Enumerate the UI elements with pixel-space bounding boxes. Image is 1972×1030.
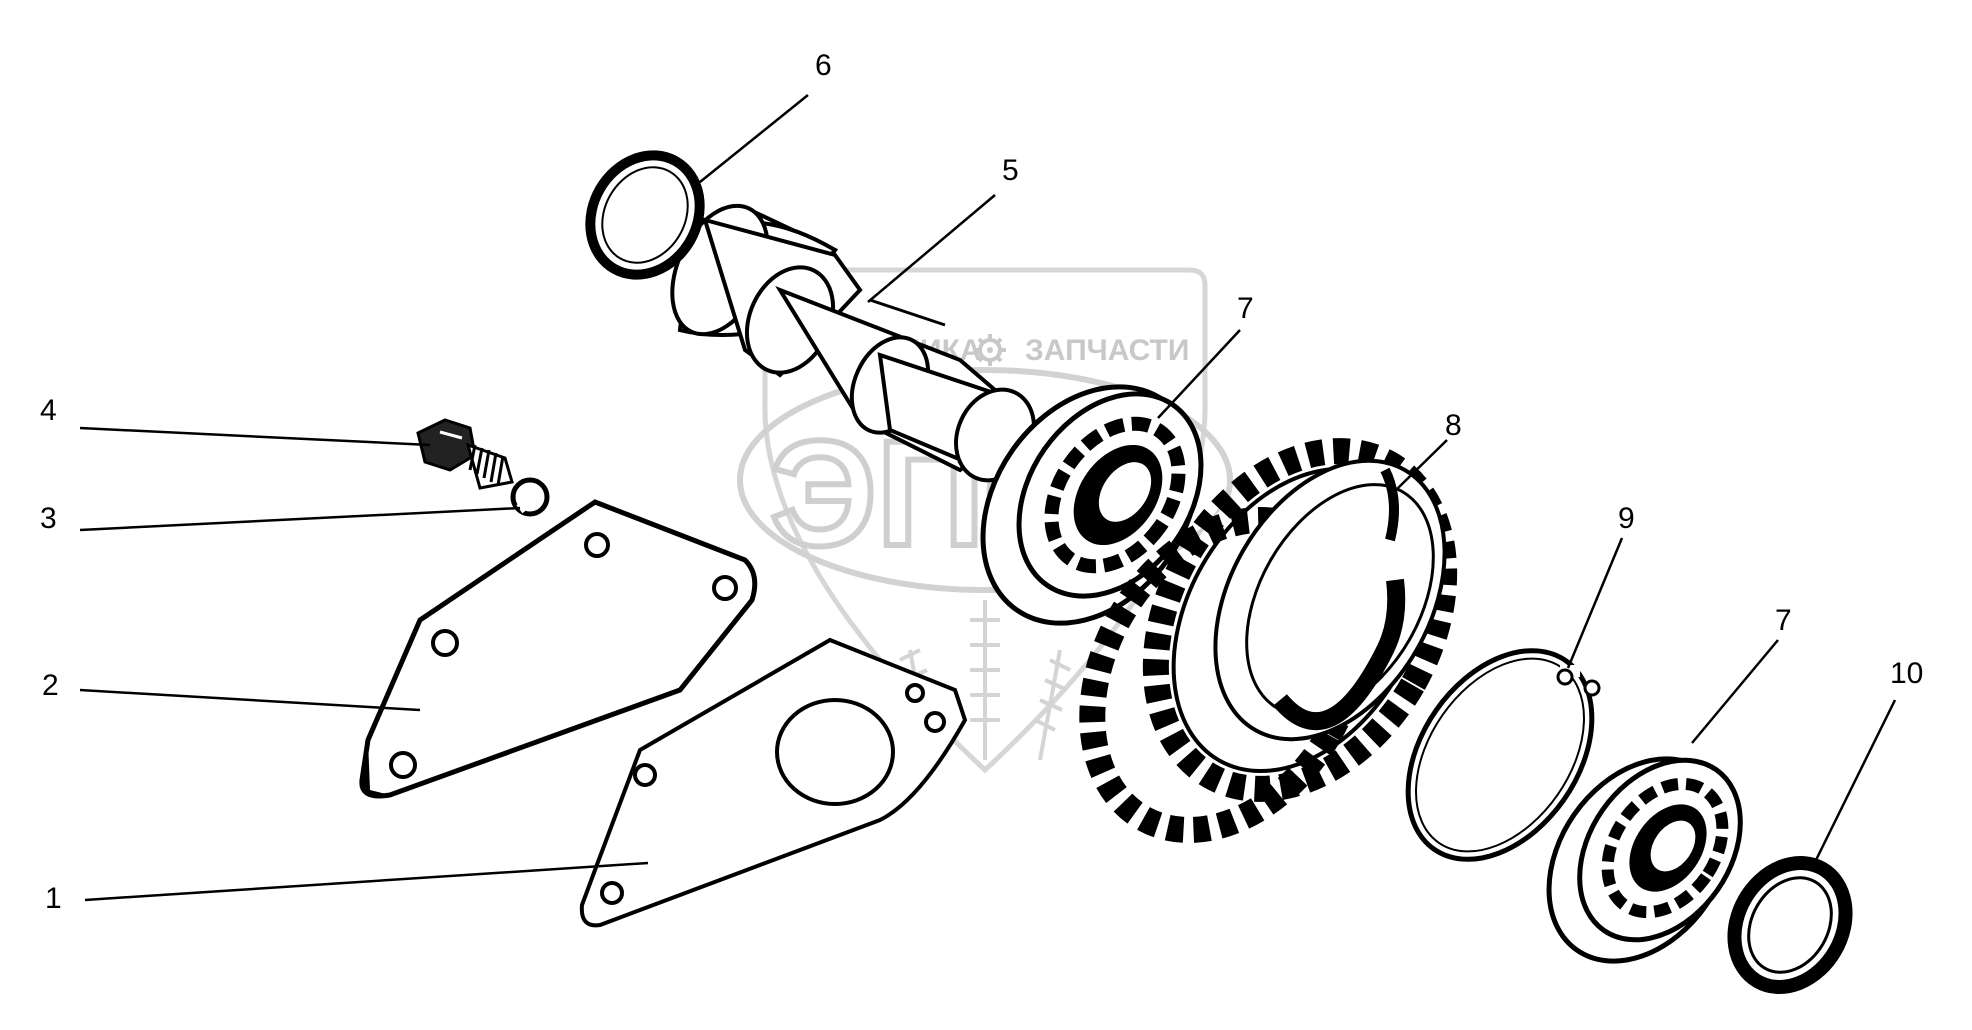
watermark-oval xyxy=(737,367,1233,593)
callout-labels: 1 2 3 4 5 6 7 7 8 9 10 xyxy=(40,49,1923,915)
callout-6: 6 xyxy=(815,49,832,82)
leader-2 xyxy=(79,688,421,712)
gear-icon xyxy=(974,334,1006,366)
leader-10 xyxy=(1813,699,1897,863)
callout-5: 5 xyxy=(1002,154,1019,187)
watermark-shield xyxy=(762,267,1208,774)
part-10-seal xyxy=(1727,855,1853,995)
leader-3 xyxy=(79,506,521,532)
leader-6 xyxy=(699,94,809,183)
part-3-washer xyxy=(510,477,550,517)
part-2-plate xyxy=(359,499,758,799)
part-4-bolt xyxy=(416,418,514,490)
leader-1 xyxy=(84,861,649,902)
part-6-ring xyxy=(585,150,705,280)
callout-9: 9 xyxy=(1618,502,1635,535)
part-5-shaft xyxy=(670,203,1044,483)
callout-2: 2 xyxy=(42,669,59,702)
leader-9 xyxy=(1566,537,1624,669)
leader-7a xyxy=(1157,329,1241,419)
part-9-snap-ring xyxy=(1405,648,1601,862)
callout-1: 1 xyxy=(45,882,62,915)
callout-8: 8 xyxy=(1445,409,1462,442)
leader-5 xyxy=(867,194,996,303)
watermark-right-word: ЗАПЧАСТИ xyxy=(1025,334,1189,367)
callout-3: 3 xyxy=(40,502,57,535)
leader-8 xyxy=(1397,439,1448,489)
callout-10: 10 xyxy=(1890,657,1923,690)
leader-4 xyxy=(79,426,431,447)
part-1-gasket xyxy=(579,637,968,928)
callout-7-lower: 7 xyxy=(1775,604,1792,637)
callout-4: 4 xyxy=(40,394,57,427)
part-7-bearing-lower xyxy=(1546,756,1743,964)
leader-lines xyxy=(79,94,1897,902)
leader-7b xyxy=(1691,639,1779,744)
part-8-gear xyxy=(1079,438,1458,843)
callout-7-upper: 7 xyxy=(1237,292,1254,325)
